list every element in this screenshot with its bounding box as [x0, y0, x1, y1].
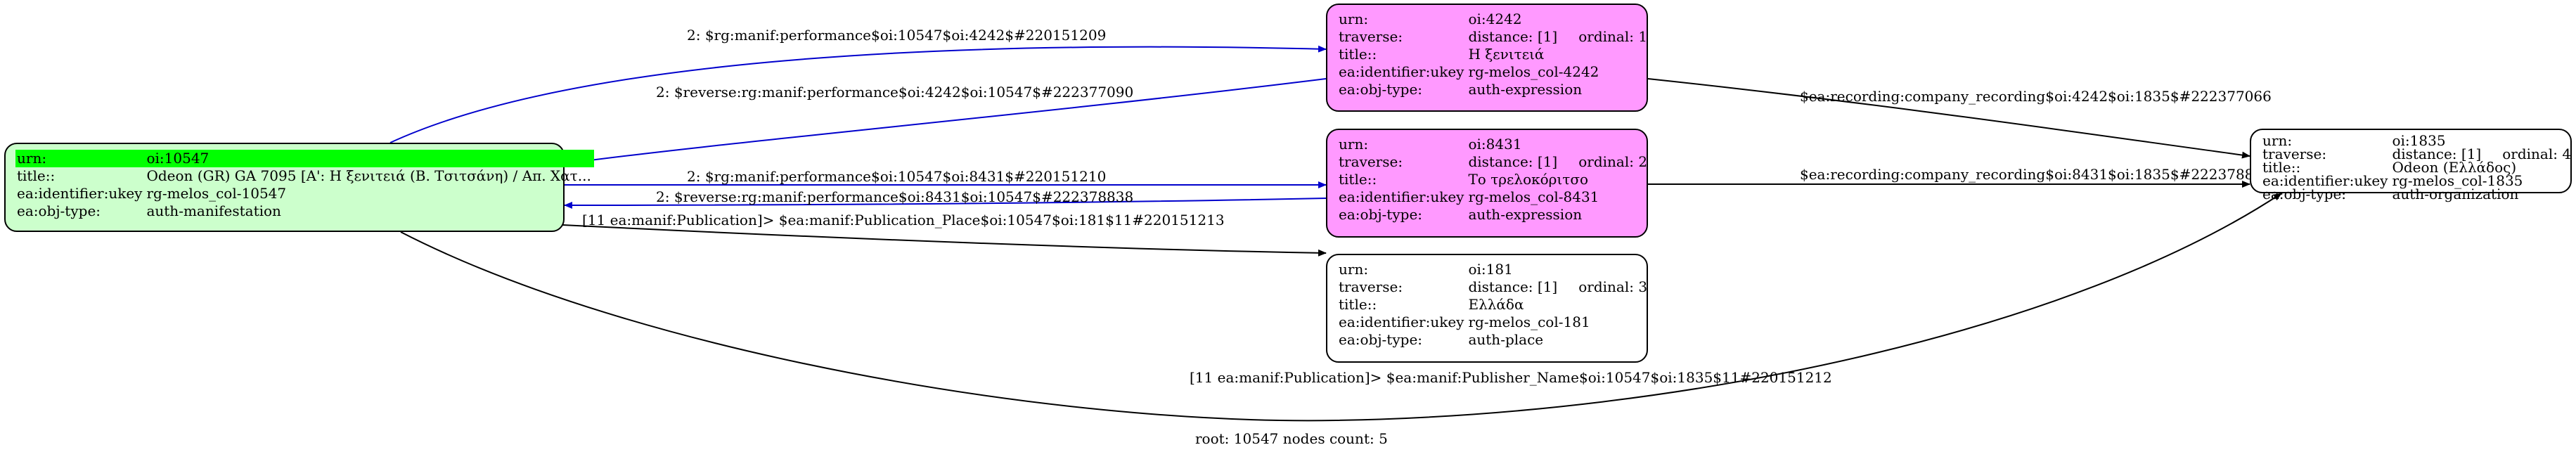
edge-label: $ea:recording:company_recording$oi:8431$… [1800, 166, 2272, 183]
edge-label: [11 ea:manif:Publication]> $ea:manif:Pub… [582, 212, 1225, 228]
node-value: auth-organization [2392, 186, 2519, 202]
node-value: distance: [1] [1468, 28, 1558, 45]
node-value: Το τρελοκόριτσο [1468, 171, 1589, 188]
node-key: traverse: [1339, 153, 1403, 170]
node-value: Odeon (Ελλάδος) [2392, 159, 2517, 176]
edge-4242-to-10547 [564, 78, 1327, 167]
edge-label: 2: $rg:manif:performance$oi:10547$oi:424… [687, 27, 1107, 44]
node-value: Η ξενιτειά [1468, 46, 1545, 63]
node-value: oi:1835 [2392, 132, 2446, 149]
graph-footer: root: 10547 nodes count: 5 [1195, 430, 1388, 447]
node-key: ea:obj-type: [17, 202, 101, 219]
node-expression-8431[interactable]: urn: oi:8431 traverse: distance: [1] ordina… [1326, 129, 1648, 238]
node-value: rg-melos_col-4242 [1468, 63, 1599, 80]
node-value: Ελλάδα [1468, 296, 1524, 313]
edge-label: 2: $reverse:rg:manif:performance$oi:4242… [656, 84, 1134, 101]
node-key: traverse: [1339, 278, 1403, 295]
node-value: auth-expression [1468, 206, 1583, 223]
node-value: Odeon (GR) GA 7095 [Α': Η ξενιτειά (Β. Τ… [146, 167, 591, 184]
node-value: auth-place [1468, 331, 1544, 348]
node-place-181[interactable]: urn: oi:181 traverse: distance: [1] ordinal… [1326, 254, 1648, 363]
node-value: rg-melos_col-10547 [146, 185, 287, 202]
node-key: title:: [1339, 296, 1377, 313]
node-value: rg-melos_col-181 [1468, 314, 1590, 330]
node-key: urn: [1339, 136, 1369, 153]
node-key: title:: [1339, 171, 1377, 188]
node-ordinal: ordinal: 2 [1578, 153, 1648, 170]
node-key: title:: [17, 167, 56, 184]
node-ordinal: ordinal: 4 [2502, 146, 2572, 162]
node-value: rg-melos_col-1835 [2392, 172, 2523, 189]
node-key: title:: [1339, 46, 1377, 63]
node-key: traverse: [2262, 146, 2327, 162]
node-key: urn: [15, 150, 146, 167]
node-value: distance: [1] [1468, 278, 1558, 295]
edge-8431-to-10547 [564, 198, 1327, 209]
node-key: ea:obj-type: [2262, 186, 2347, 202]
node-key: ea:identifier:ukey [2262, 172, 2388, 189]
edge-10547-to-1835 [400, 193, 2282, 422]
node-value: auth-manifestation [146, 202, 281, 219]
node-ordinal: ordinal: 1 [1578, 28, 1648, 45]
node-organization-1835[interactable]: urn: oi:1835 traverse: distance: [1] ordina… [2250, 129, 2572, 201]
edge-10547-to-4242 [389, 45, 1327, 143]
node-key: ea:obj-type: [1339, 81, 1423, 98]
node-key: ea:identifier:ukey [1339, 188, 1464, 205]
node-root-manifestation[interactable]: urn:oi:10547 title::Odeon (GR) GA 7095 [… [4, 143, 594, 232]
node-key: ea:obj-type: [1339, 206, 1423, 223]
edge-4242-to-1835 [1647, 78, 2250, 159]
node-value: oi:4242 [1468, 11, 1522, 27]
node-expression-4242[interactable]: urn: oi:4242 traverse: distance: [1] ordina… [1326, 4, 1648, 112]
node-value: oi:10547 [145, 150, 594, 167]
node-key: traverse: [1339, 28, 1403, 45]
node-value: distance: [1] [1468, 153, 1558, 170]
node-key: ea:identifier:ukey [1339, 314, 1464, 330]
node-key: ea:identifier:ukey [1339, 63, 1464, 80]
node-key: urn: [1339, 11, 1369, 27]
node-key: title:: [2262, 159, 2301, 176]
node-key: urn: [1339, 261, 1369, 278]
node-key: ea:obj-type: [1339, 331, 1423, 348]
edge-label: [11 ea:manif:Publication]> $ea:manif:Pub… [1190, 369, 1832, 386]
edge-label: 2: $reverse:rg:manif:performance$oi:8431… [656, 188, 1134, 205]
node-ordinal: ordinal: 3 [1578, 278, 1648, 295]
node-key: ea:identifier:ukey [17, 185, 143, 202]
edge-label: 2: $rg:manif:performance$oi:10547$oi:843… [687, 168, 1107, 185]
node-value: oi:181 [1468, 261, 1513, 278]
edge-10547-to-181 [562, 224, 1327, 257]
node-key: urn: [2262, 132, 2293, 149]
node-value: distance: [1] [2392, 146, 2482, 162]
node-value: auth-expression [1468, 81, 1583, 98]
node-value: rg-melos_col-8431 [1468, 188, 1599, 205]
node-value: oi:8431 [1468, 136, 1522, 153]
edge-label: $ea:recording:company_recording$oi:4242$… [1800, 88, 2272, 105]
